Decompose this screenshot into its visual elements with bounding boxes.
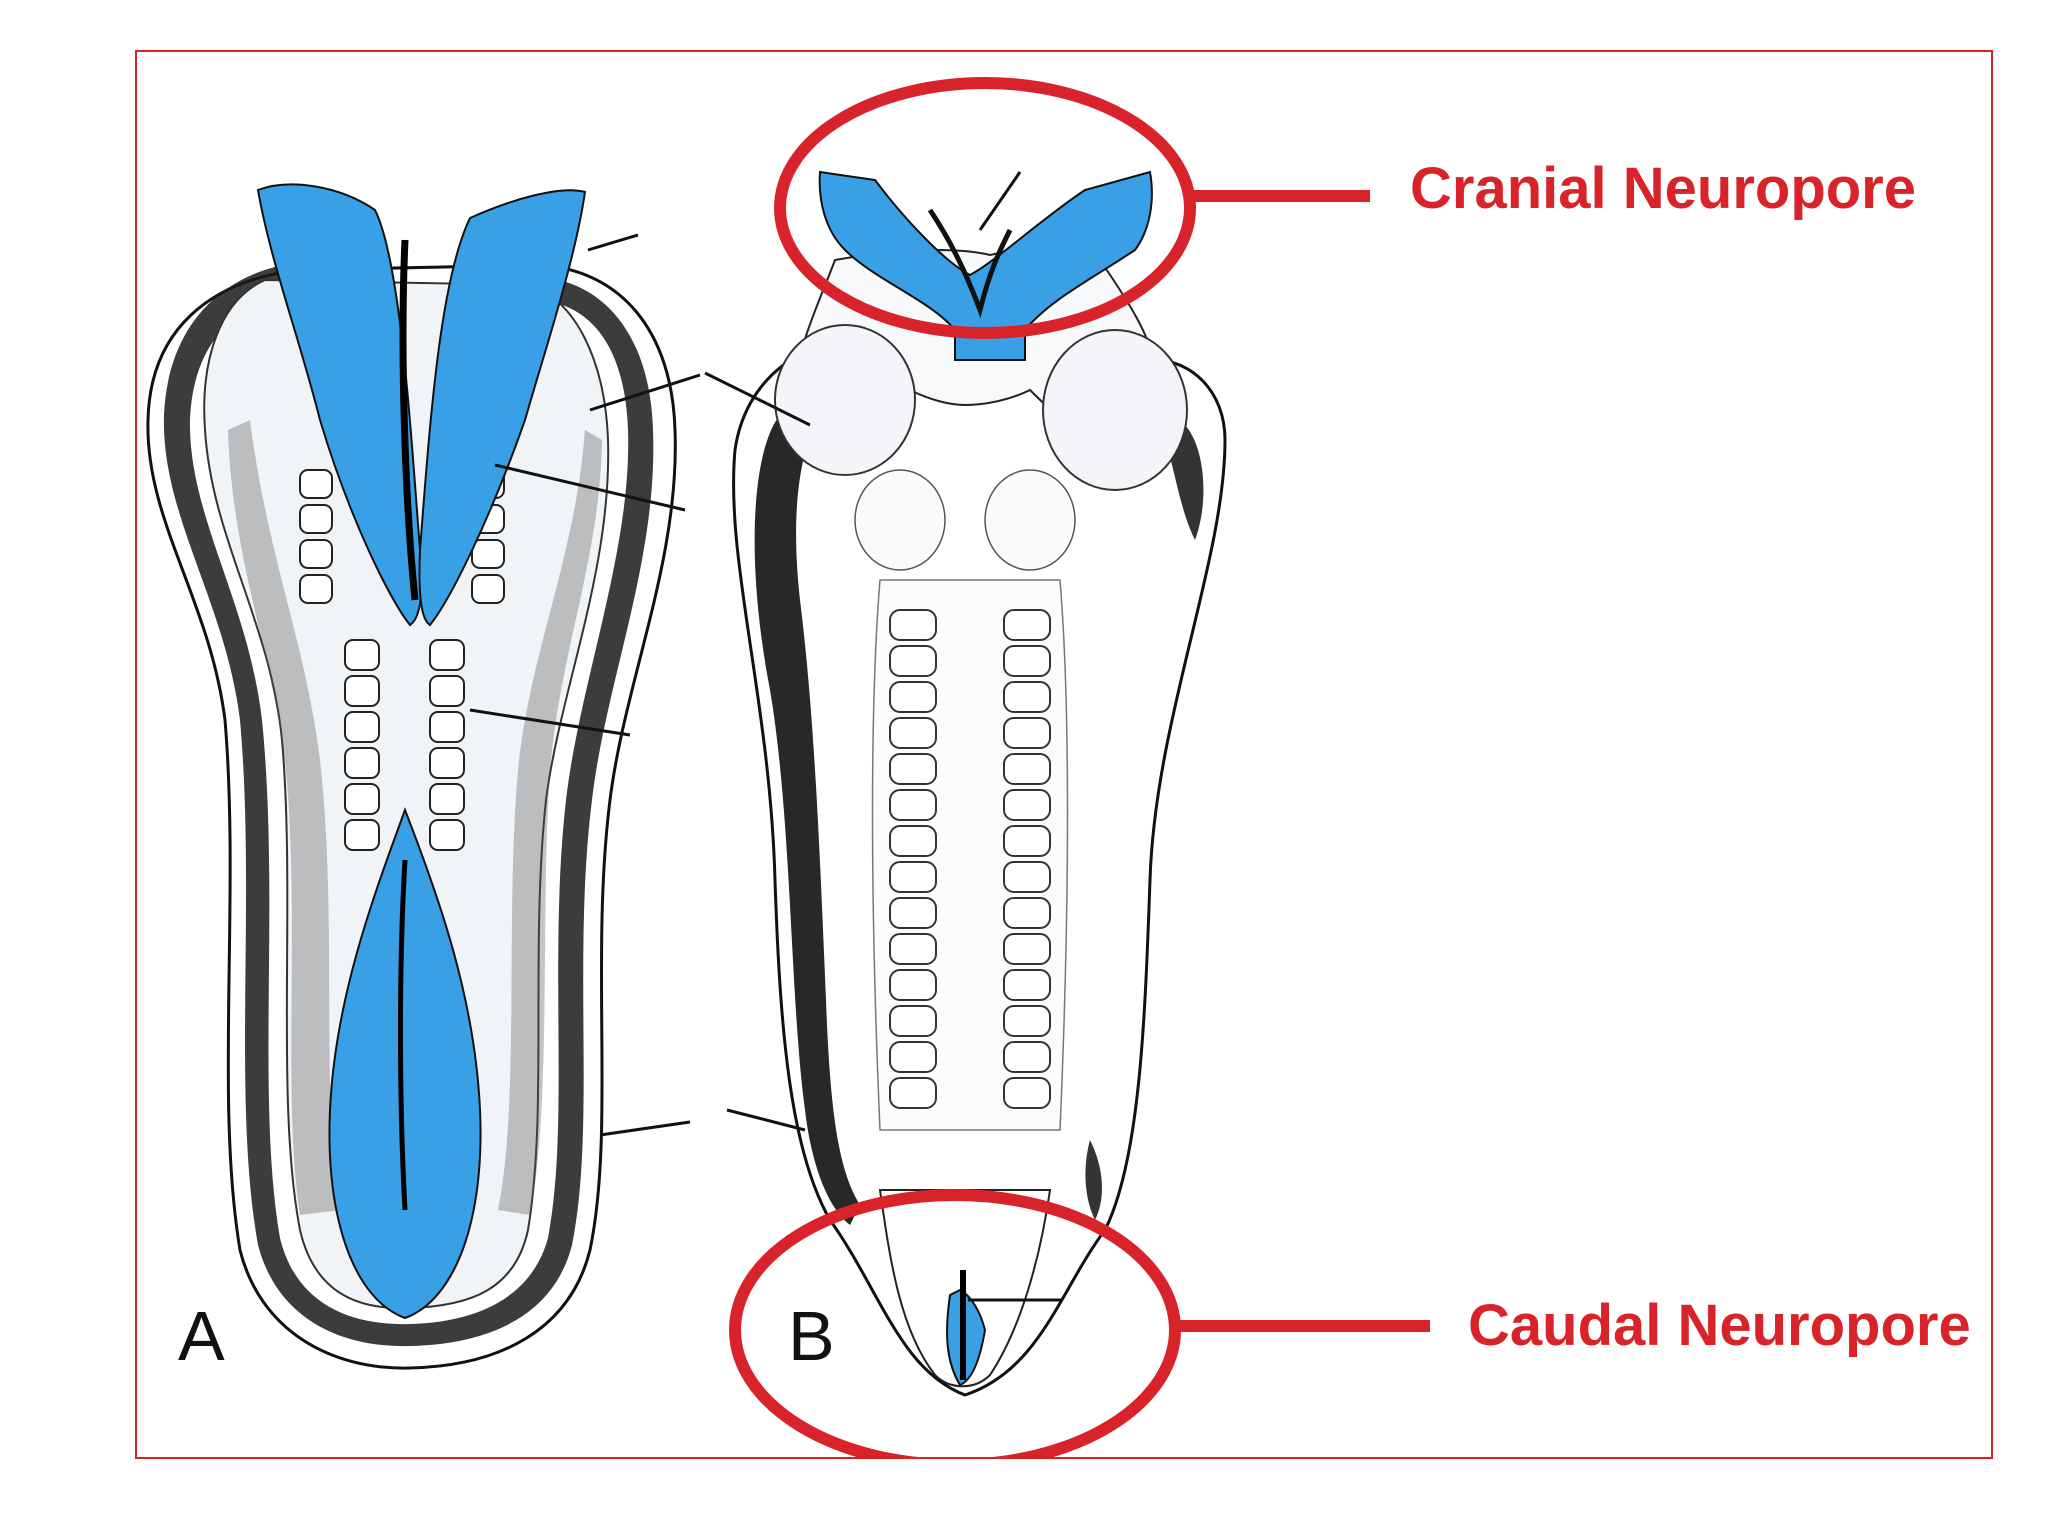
embryo-a-cranial-fold-right [418,189,587,627]
embryo-a-inner-shade-right [498,430,602,1215]
panel-label-a: A [178,1297,225,1375]
embryo-b-head-lobe-left [774,324,916,476]
panel-label-b: B [788,1297,835,1375]
cranial-neuropore-callout: Cranial Neuropore [774,77,1916,339]
cranial-neuropore-label: Cranial Neuropore [1410,156,1916,221]
embryo-b-cranial-fold [818,170,1153,361]
embryo-a-cranial-fold-left [256,183,423,627]
embryo-b-head-lobe-right [1042,329,1188,491]
embryo-a [146,183,701,1370]
embryo-a-cranial-groove [399,239,419,601]
embryo-b-cranial-leader [978,171,1022,231]
embryo-a-inner-shade [228,420,340,1215]
embryo-b-caudal-fold [946,1288,987,1387]
embryo-b-brain-left [854,469,946,571]
cranial-neuropore-circle [774,77,1196,339]
embryo-a-caudal-fold [328,807,482,1320]
embryo-b-right-rim-lower [1085,1140,1102,1220]
embryo-b-left-rim [754,415,860,1225]
embryo-a-leader-lines [469,233,701,1137]
embryo-a-shaded-rim [163,262,654,1347]
embryo-a-caudal-groove [397,859,408,1211]
embryo-b-cranial-notch [927,208,1013,319]
caudal-neuropore-callout: Caudal Neuropore [729,1189,1971,1458]
embryo-b-somites [889,609,1051,1109]
embryo-b-leader-lines [704,371,811,1132]
embryo-b [704,170,1227,1397]
embryo-b-brain-right [984,469,1076,571]
caudal-neuropore-label: Caudal Neuropore [1468,1293,1971,1358]
